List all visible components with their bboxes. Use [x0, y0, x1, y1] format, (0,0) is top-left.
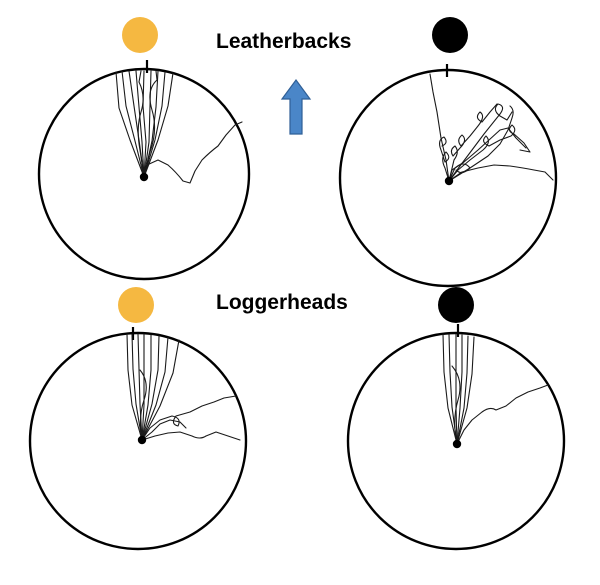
release-point [444, 176, 454, 186]
panel-loggerheads-light [28, 287, 248, 551]
panel-loggerheads-dark [346, 287, 566, 551]
track-group [429, 73, 554, 182]
light-cue-icon [118, 287, 154, 323]
light-cue-icon [122, 17, 158, 53]
track-group [442, 333, 549, 445]
release-point [139, 172, 149, 182]
arena-circle [37, 67, 251, 281]
loggerheads-label: Loggerheads [216, 291, 348, 314]
track-group [126, 333, 241, 441]
panel-leatherbacks-light [37, 17, 251, 281]
leatherbacks-label: Leatherbacks [216, 30, 351, 53]
up-arrow-icon [280, 78, 312, 135]
dark-cue-icon [438, 287, 474, 323]
dark-cue-icon [432, 17, 468, 53]
arena-circle [28, 331, 248, 551]
track-group [115, 70, 243, 184]
arena-circle [346, 331, 566, 551]
release-point [452, 439, 462, 449]
release-point [137, 435, 147, 445]
panel-leatherbacks-dark [338, 17, 558, 288]
